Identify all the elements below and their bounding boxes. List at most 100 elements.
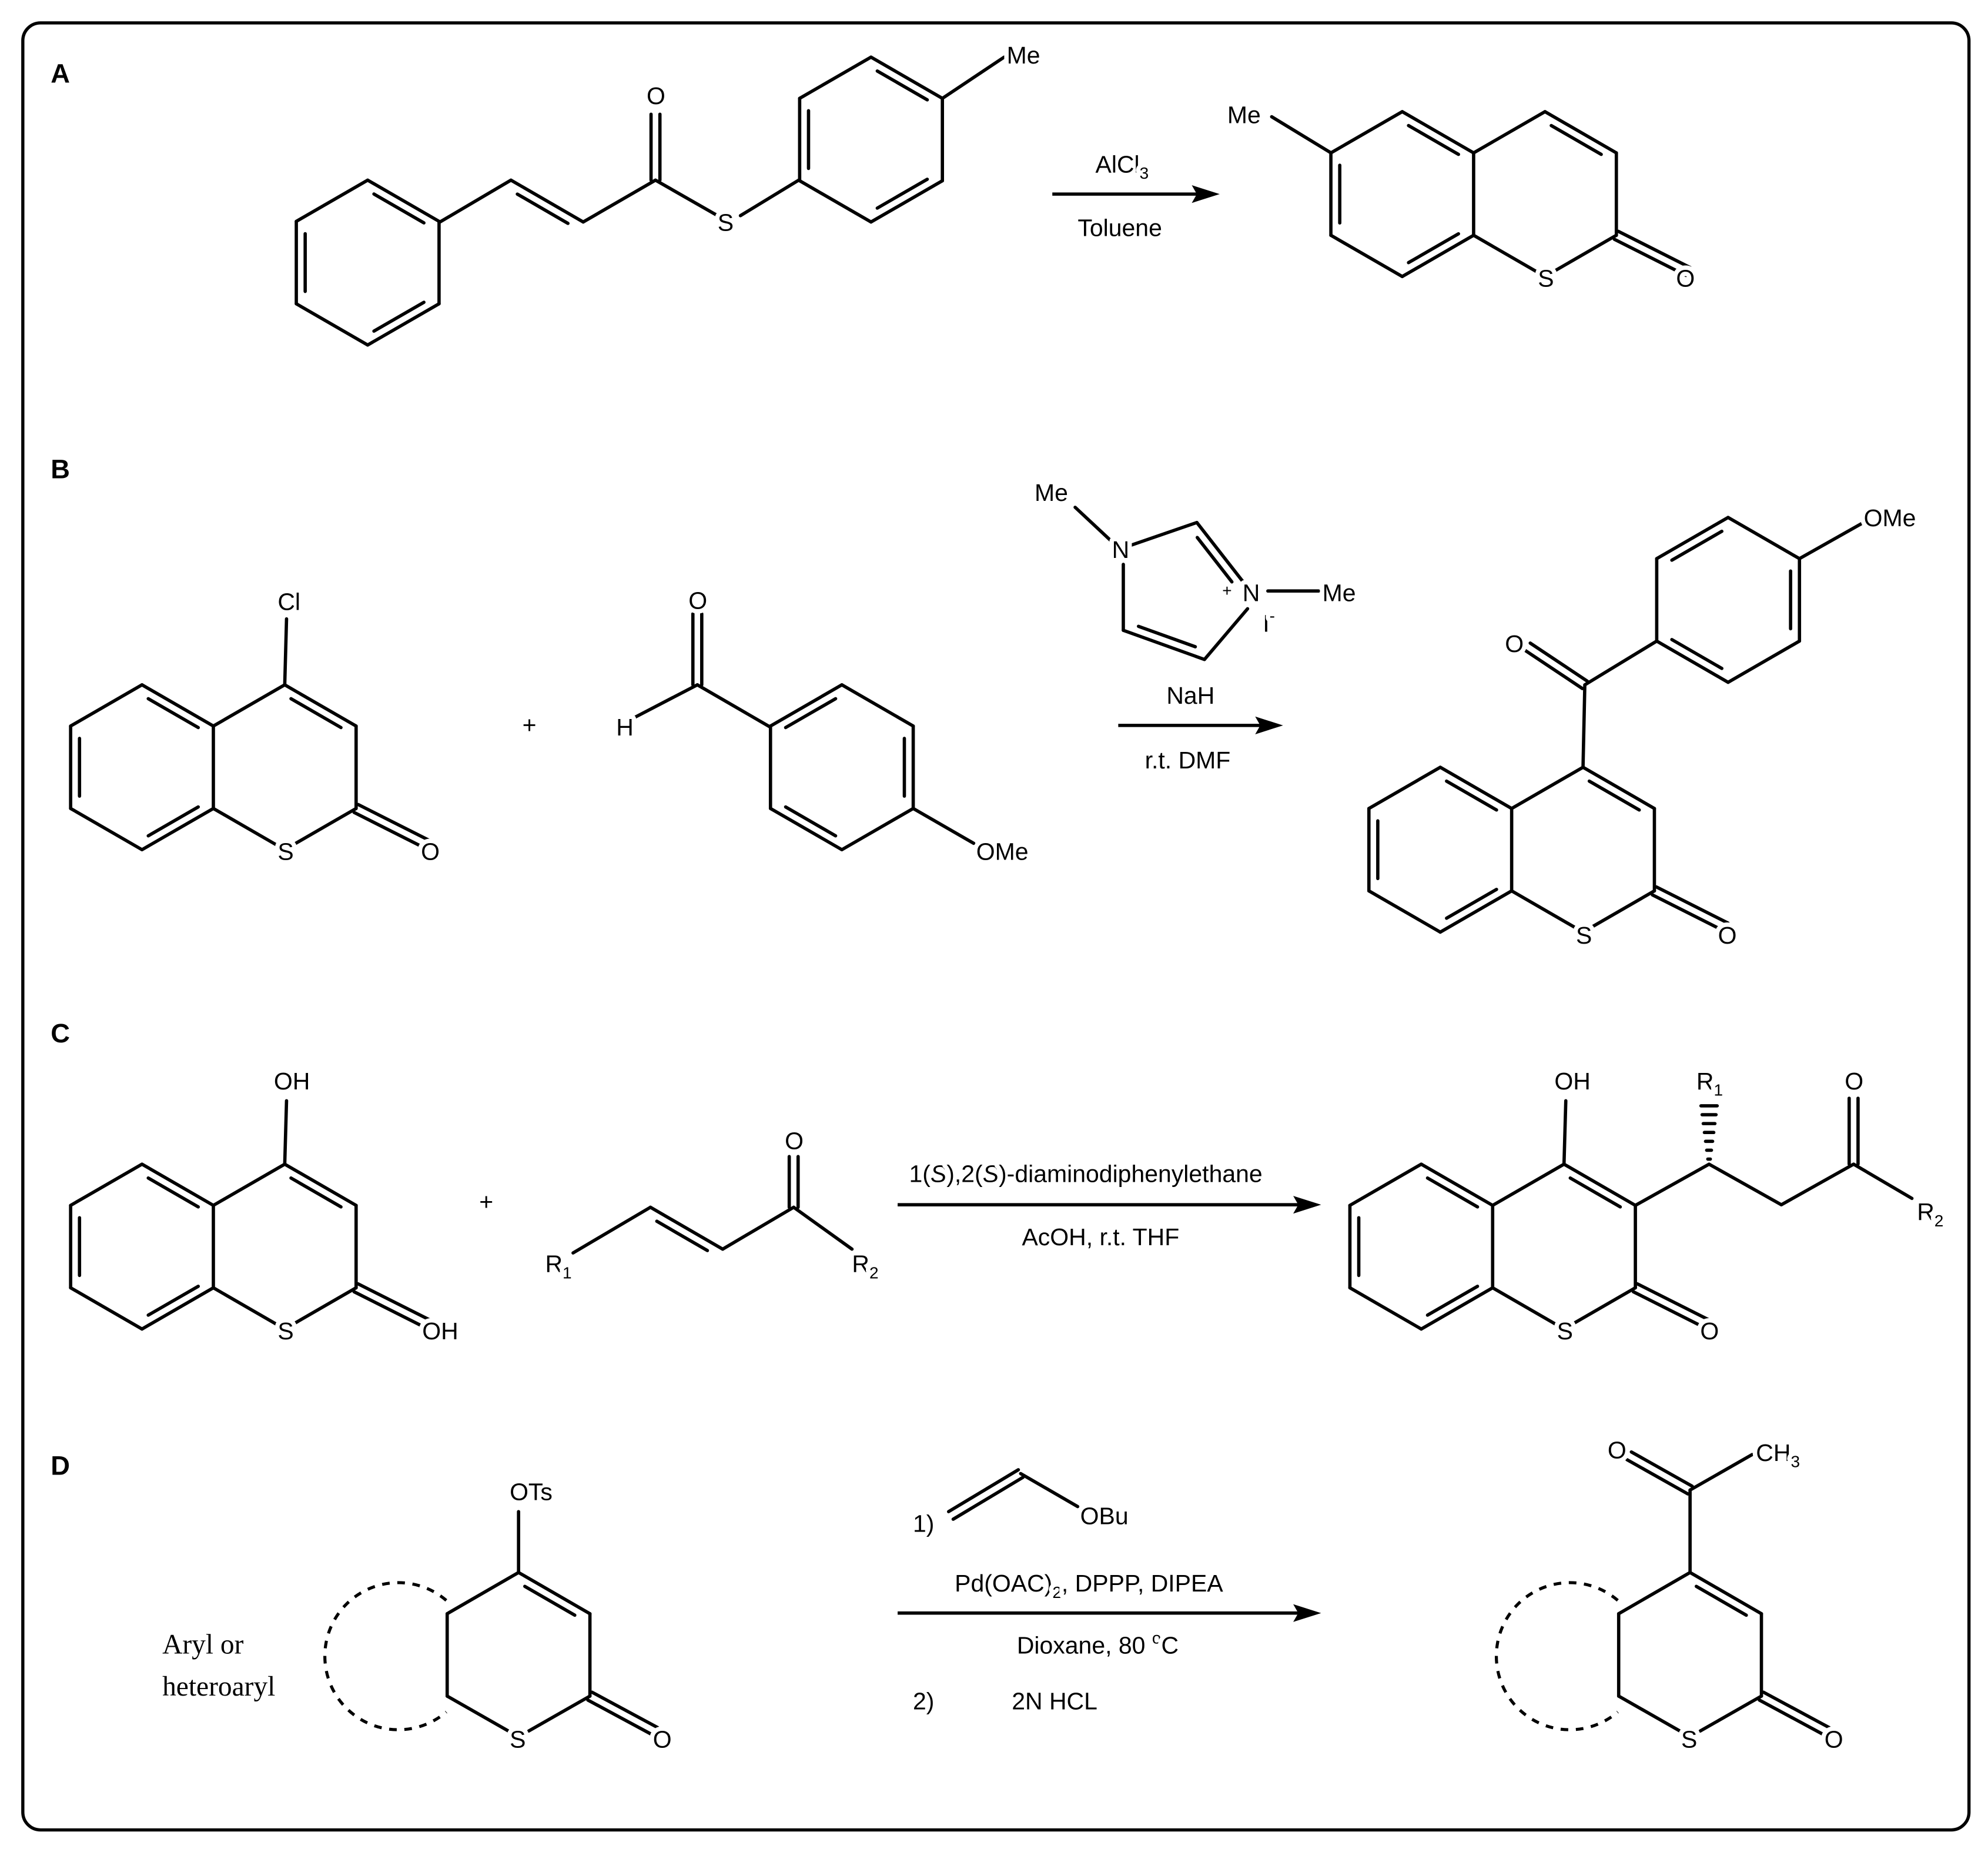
fused-ring-placeholder-reactant	[323, 1581, 447, 1731]
panel-label-b: B	[51, 454, 70, 484]
arrowhead-d	[1293, 1604, 1321, 1622]
bond	[517, 1570, 592, 1616]
arrowhead-a	[1192, 185, 1220, 203]
bond	[1329, 233, 1404, 279]
atom-label: Me	[1007, 42, 1040, 69]
bond	[1688, 1453, 1754, 1492]
atom-label: O	[1718, 922, 1737, 949]
bond	[1137, 624, 1197, 648]
atom-label: Me	[1227, 101, 1261, 128]
atom-label: S	[1681, 1726, 1697, 1753]
atom-label: O	[785, 1127, 804, 1154]
bond	[1562, 1162, 1637, 1208]
bond	[352, 1290, 428, 1330]
bond	[1798, 522, 1863, 561]
bond	[294, 302, 370, 347]
bond	[140, 1162, 215, 1208]
bond	[1583, 639, 1659, 687]
bond	[1616, 1570, 1692, 1616]
atom-label: OH	[1554, 1068, 1590, 1095]
bond	[1581, 683, 1587, 769]
bond	[1562, 1099, 1568, 1166]
bond	[738, 178, 801, 218]
bond	[1203, 607, 1250, 661]
bond	[1651, 893, 1726, 933]
bond	[1568, 1176, 1622, 1209]
bond	[445, 1570, 520, 1616]
ring-label-line1: Aryl or	[162, 1630, 244, 1660]
atom-label: O	[647, 82, 665, 109]
bond	[1634, 1162, 1711, 1208]
bond	[1655, 885, 1730, 925]
atom-label: O	[1608, 1437, 1626, 1464]
bond	[1348, 1286, 1423, 1331]
bond	[1528, 641, 1589, 683]
atom-label: S	[277, 838, 293, 865]
panel-label-c: C	[51, 1018, 70, 1048]
bond	[1329, 110, 1404, 155]
atom-label: O	[653, 1726, 672, 1753]
bond	[1196, 536, 1234, 584]
bond	[1407, 232, 1460, 265]
solvent-text: AcOH, r.t. THF	[1022, 1223, 1179, 1251]
atom-label: S	[1576, 922, 1592, 949]
atom-label: O	[1825, 1726, 1843, 1753]
atom-label: CH3	[1756, 1439, 1800, 1471]
bond	[1019, 1472, 1080, 1509]
atom-label: R1	[1696, 1068, 1723, 1099]
bond	[792, 1205, 854, 1251]
bond	[1510, 765, 1585, 810]
arrowhead-b	[1255, 716, 1283, 734]
bond	[768, 807, 844, 852]
bond	[1543, 110, 1618, 155]
solvent-text: r.t. DMF	[1145, 747, 1231, 774]
bond	[438, 178, 513, 224]
bond	[283, 1162, 358, 1208]
atom-label: S	[1557, 1318, 1573, 1345]
atom-label: N	[1112, 536, 1130, 563]
bond	[289, 697, 343, 730]
bond	[1587, 779, 1641, 812]
bond	[875, 69, 929, 102]
bond	[146, 1285, 200, 1317]
bond	[1491, 1286, 1566, 1331]
bond	[695, 683, 772, 728]
atom-label: OBu	[1080, 1503, 1129, 1530]
bond	[1670, 638, 1723, 670]
catalyst-text: 1(S),2(S)-diaminodiphenylethane	[909, 1160, 1262, 1187]
bond	[212, 1286, 287, 1331]
bond	[69, 1286, 144, 1331]
bond	[69, 1162, 144, 1208]
bond	[1195, 520, 1249, 588]
bond	[1543, 233, 1618, 279]
atom-label: OH	[274, 1068, 310, 1095]
bond	[1400, 233, 1475, 279]
bond	[1472, 110, 1547, 155]
bond	[1655, 516, 1730, 561]
bond	[941, 55, 1006, 101]
bond	[1655, 639, 1730, 684]
atom-label: R1	[545, 1250, 571, 1282]
bond	[648, 1205, 725, 1251]
atom-label: S	[277, 1318, 293, 1345]
bond	[586, 1698, 655, 1737]
atom-label: R2	[1917, 1198, 1943, 1230]
conditions-text: Dioxane, 80 oC	[1017, 1629, 1179, 1659]
plus-sign: +	[479, 1188, 493, 1215]
bond	[1616, 229, 1692, 269]
fused-ring-placeholder-product	[1494, 1581, 1619, 1731]
bond	[372, 300, 426, 333]
bond	[840, 807, 915, 852]
bond	[875, 178, 929, 210]
bond	[1581, 889, 1656, 934]
bond	[951, 1476, 1025, 1521]
bond	[1562, 1286, 1637, 1331]
bond	[140, 683, 215, 728]
bond	[212, 1162, 287, 1208]
atom-label: S	[1538, 265, 1554, 292]
bond	[283, 1286, 358, 1331]
bond	[1073, 506, 1115, 545]
atom-label: O	[1845, 1068, 1863, 1095]
bond	[1400, 110, 1475, 155]
bond	[798, 179, 873, 224]
